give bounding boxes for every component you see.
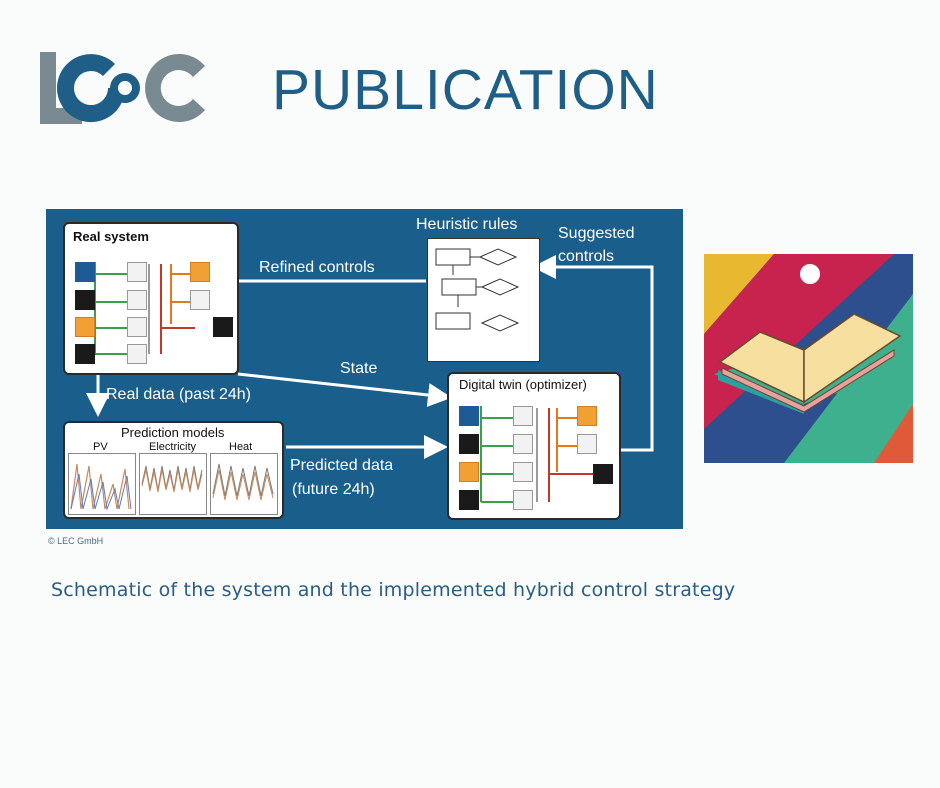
- caption: Schematic of the system and the implemen…: [51, 579, 736, 601]
- electricity-chart-title: Electricity: [149, 441, 197, 453]
- motor-icon: [127, 290, 147, 310]
- suggested-controls-arrow: [532, 255, 654, 452]
- real-data-label: Real data (past 24h): [106, 386, 251, 403]
- boiler-icon: [127, 317, 147, 337]
- refined-controls-label: Refined controls: [259, 259, 375, 276]
- heat-chart: [210, 453, 278, 515]
- heuristic-title: Heuristic rules: [416, 216, 518, 233]
- factory-icon: [75, 344, 95, 364]
- state-arrow: [237, 372, 452, 407]
- digital-twin-box: Digital twin (optimizer): [447, 372, 621, 520]
- sun-icon: [459, 406, 479, 426]
- diagram-panel: Real system Heuristic rules: [46, 209, 683, 529]
- heuristic-box: [427, 238, 540, 362]
- factory-icon: [459, 434, 479, 454]
- real-system-box: Real system: [63, 222, 239, 375]
- factory-icon: [75, 290, 95, 310]
- pump-icon: [513, 490, 533, 510]
- heater-icon: [190, 290, 210, 310]
- prediction-title: Prediction models: [121, 425, 225, 440]
- open-book-icon: [704, 254, 913, 463]
- page-title: PUBLICATION: [272, 58, 659, 122]
- prediction-models-box: Prediction models PV Electricity Heat: [63, 421, 284, 519]
- copyright: © LEC GmbH: [48, 536, 104, 546]
- sun-icon: [75, 262, 95, 282]
- heater-icon: [577, 434, 597, 454]
- inverter-icon: [513, 406, 533, 426]
- inverter-icon: [127, 262, 147, 282]
- tank-icon: [190, 262, 210, 282]
- predicted-label-1: Predicted data: [290, 457, 394, 474]
- boiler-icon: [513, 462, 533, 482]
- state-label: State: [340, 360, 378, 377]
- tank-icon: [577, 406, 597, 426]
- factory-icon: [593, 464, 613, 484]
- suggested-label-1: Suggested: [558, 225, 635, 242]
- real-system-title: Real system: [73, 229, 149, 244]
- pump-icon: [127, 344, 147, 364]
- flowchart-shapes: [435, 248, 520, 332]
- pv-chart: [68, 453, 136, 515]
- lec-logo: [40, 52, 205, 124]
- electricity-chart: [139, 453, 207, 515]
- factory-icon: [213, 317, 233, 337]
- battery-icon: [459, 462, 479, 482]
- suggested-label-2: controls: [558, 248, 615, 265]
- diagram-arrows: [86, 255, 654, 459]
- pv-chart-title: PV: [93, 441, 108, 453]
- motor-icon: [513, 434, 533, 454]
- battery-icon: [75, 317, 95, 337]
- factory-icon: [459, 490, 479, 510]
- heat-chart-title: Heat: [229, 441, 253, 453]
- predicted-label-2: (future 24h): [292, 481, 375, 498]
- digital-twin-title: Digital twin (optimizer): [459, 377, 587, 392]
